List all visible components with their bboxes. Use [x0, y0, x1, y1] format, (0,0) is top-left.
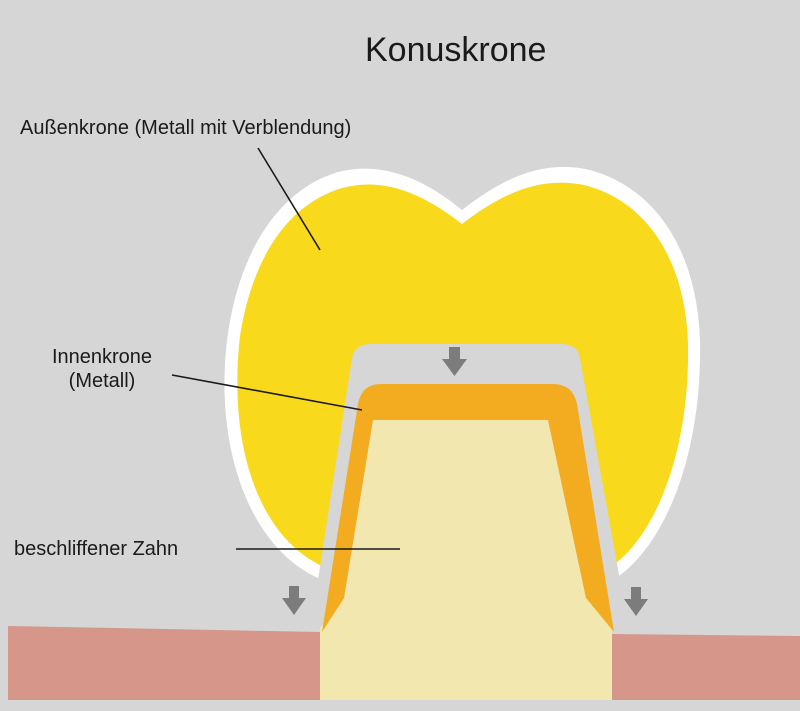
label-inner-crown-line2: (Metall) — [46, 369, 158, 393]
diagram-title: Konuskrone — [365, 30, 546, 71]
label-prepared-tooth: beschliffener Zahn — [14, 537, 178, 561]
label-inner-crown: Innenkrone (Metall) — [46, 345, 158, 393]
label-inner-crown-line1: Innenkrone — [46, 345, 158, 369]
label-outer-crown: Außenkrone (Metall mit Verblendung) — [20, 116, 351, 140]
